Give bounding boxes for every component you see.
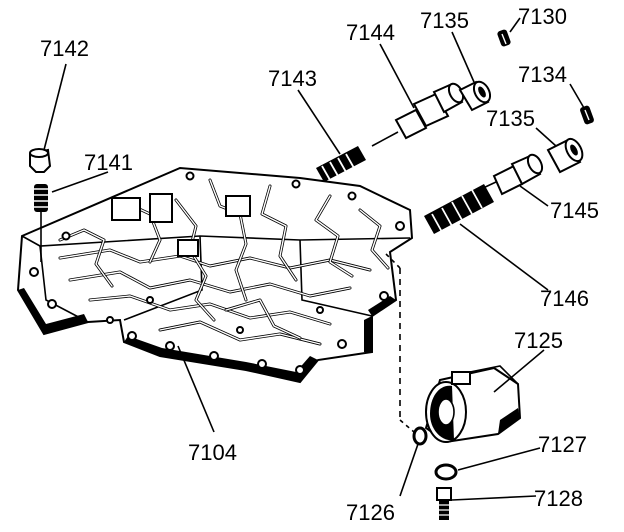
label-7145: 7145	[550, 198, 599, 223]
label-7104: 7104	[188, 440, 237, 465]
part-7143-spring	[316, 146, 366, 182]
part-7145-valve	[465, 153, 544, 197]
label-7144: 7144	[346, 20, 395, 45]
part-7127-washer	[434, 463, 458, 481]
part-7130-pin	[497, 29, 511, 47]
part-7125-solenoid	[424, 365, 522, 444]
alignment-lines	[385, 253, 415, 433]
label-7143: 7143	[268, 66, 317, 91]
callout-labels: 7142 7141 7143 7144 7135 7130 7134 7135 …	[40, 4, 599, 525]
valve-body-channels	[58, 178, 390, 346]
label-7135-lower: 7135	[486, 106, 535, 131]
part-7141-spring	[34, 184, 48, 262]
part-7142-cap	[29, 148, 52, 173]
label-7127: 7127	[538, 432, 587, 457]
part-7146-spring	[424, 184, 494, 234]
label-7142: 7142	[40, 36, 89, 61]
label-7134: 7134	[518, 62, 567, 87]
label-7128: 7128	[534, 486, 583, 511]
label-7130: 7130	[518, 4, 567, 29]
valve-body	[16, 166, 414, 384]
label-7146: 7146	[540, 286, 589, 311]
part-7126-oring	[412, 426, 428, 446]
part-7134-pin	[580, 105, 594, 125]
part-7135-upper-sleeve	[458, 80, 492, 112]
label-7135-upper: 7135	[420, 8, 469, 33]
part-7135-lower-sleeve	[546, 137, 584, 174]
part-7144-valve	[371, 82, 465, 147]
leader-lines	[43, 17, 585, 501]
label-7125: 7125	[514, 328, 563, 353]
part-7128-bolt	[436, 487, 452, 520]
label-7126: 7126	[346, 500, 395, 525]
label-7141: 7141	[84, 150, 133, 175]
valve-body-holes	[29, 171, 405, 375]
